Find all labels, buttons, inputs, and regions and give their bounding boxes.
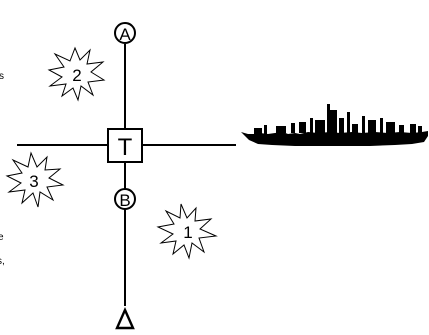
starburst-icon xyxy=(156,203,218,260)
warship-silhouette-icon xyxy=(241,104,428,146)
starburst-3: 3 xyxy=(5,151,65,208)
target-label: T xyxy=(118,134,133,161)
triangle-icon xyxy=(115,307,135,330)
waypoint-b-label: B xyxy=(119,191,130,210)
waypoint-a: A xyxy=(114,22,136,44)
burst-1-label: 1 xyxy=(183,223,192,242)
burst-3-label: 3 xyxy=(29,172,38,191)
starburst-icon xyxy=(47,46,106,102)
edge-text-fragment-1: s xyxy=(0,71,4,82)
waypoint-a-label: A xyxy=(119,25,131,44)
burst-2-label: 2 xyxy=(72,66,81,85)
starburst-icon xyxy=(5,151,65,208)
starburst-1: 1 xyxy=(156,203,218,260)
waypoint-b: B xyxy=(114,188,136,210)
edge-text-fragment-3: s, xyxy=(0,256,5,267)
target-marker: T xyxy=(107,128,143,163)
starburst-2: 2 xyxy=(47,46,106,102)
edge-text-fragment-2: e xyxy=(0,232,4,243)
